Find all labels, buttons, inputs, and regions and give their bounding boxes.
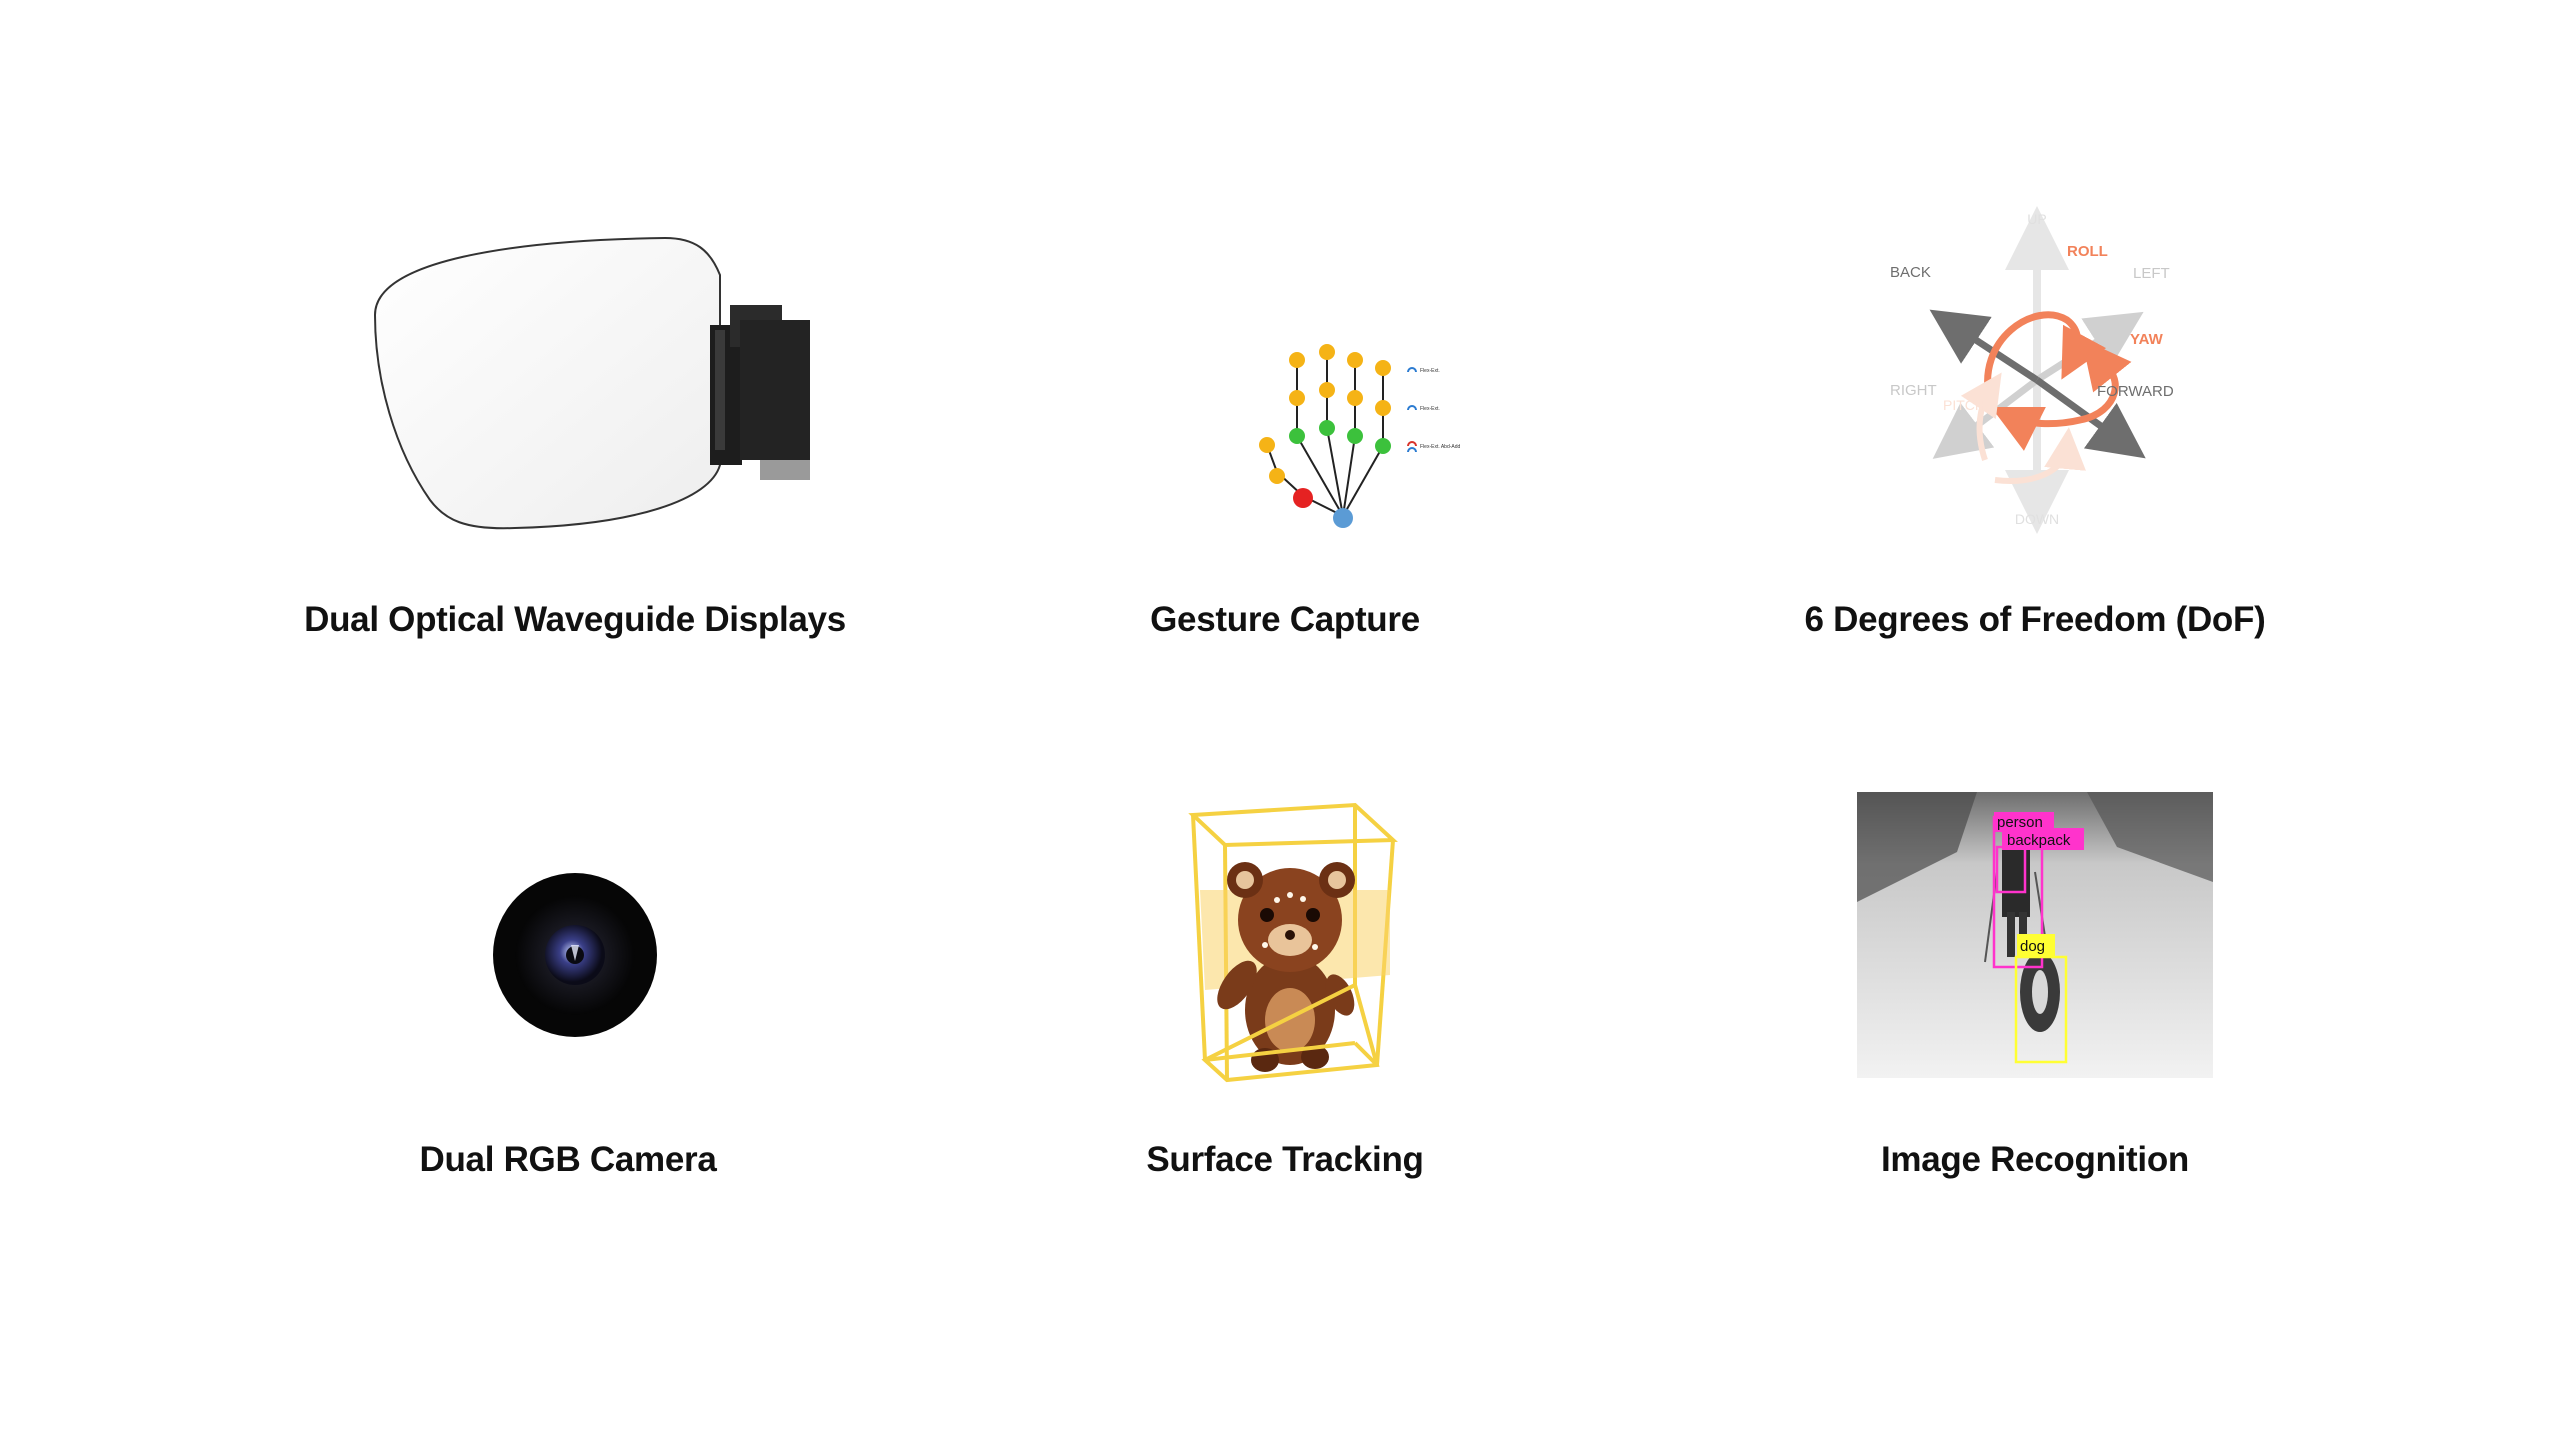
feature-camera: Dual RGB Camera — [175, 780, 975, 1240]
caption-dof: 6 Degrees of Freedom (DoF) — [1804, 600, 2266, 639]
caption-camera: Dual RGB Camera — [419, 1140, 717, 1179]
feature-surface: Surface Tracking — [885, 780, 1685, 1240]
feature-recognition: person backpack dog Image Recognition — [1635, 780, 2435, 1240]
image-recognition-photo: person backpack dog — [1857, 792, 2213, 1078]
label-person: person — [1997, 814, 2043, 831]
label-roll: ROLL — [2067, 243, 2108, 260]
label-back: BACK — [1890, 264, 1931, 281]
caption-waveguide: Dual Optical Waveguide Displays — [304, 600, 846, 639]
hand-skeleton-diagram: Flex-Ext. Flex-Ext. Flex-Ext. Abd-Add — [1259, 344, 1461, 528]
caption-surface: Surface Tracking — [1146, 1140, 1424, 1179]
waveguide-lens-illustration — [373, 236, 810, 530]
label-pitch: PITCH — [1943, 397, 1985, 413]
camera-lens-illustration — [493, 873, 657, 1037]
feature-waveguide: Dual Optical Waveguide Displays — [175, 200, 975, 680]
label-down: DOWN — [2015, 511, 2059, 527]
legend-3: Flex-Ext. Abd-Add — [1420, 444, 1461, 450]
bear-figure — [1217, 862, 1355, 1072]
legend-1: Flex-Ext. — [1420, 368, 1440, 374]
gesture-legend: Flex-Ext. Flex-Ext. Flex-Ext. Abd-Add — [1407, 367, 1461, 453]
label-forward: FORWARD — [2097, 383, 2174, 400]
feature-dof: UP DOWN BACK FORWARD LEFT RIGHT ROLL YAW… — [1635, 200, 2435, 680]
finger-joints — [1259, 344, 1391, 528]
caption-recognition: Image Recognition — [1881, 1140, 2189, 1179]
label-left: LEFT — [2133, 265, 2170, 282]
surface-tracking-illustration — [1188, 802, 1398, 1083]
label-dog: dog — [2020, 938, 2045, 955]
legend-2: Flex-Ext. — [1420, 406, 1440, 412]
label-backpack: backpack — [2007, 832, 2071, 849]
label-up: UP — [2027, 211, 2046, 227]
caption-gesture: Gesture Capture — [1150, 600, 1420, 639]
dof-axes-diagram: UP DOWN BACK FORWARD LEFT RIGHT ROLL YAW… — [1890, 206, 2174, 534]
label-yaw: YAW — [2130, 331, 2164, 348]
label-right: RIGHT — [1890, 382, 1937, 399]
feature-gesture: Flex-Ext. Flex-Ext. Flex-Ext. Abd-Add Ge… — [885, 200, 1685, 680]
